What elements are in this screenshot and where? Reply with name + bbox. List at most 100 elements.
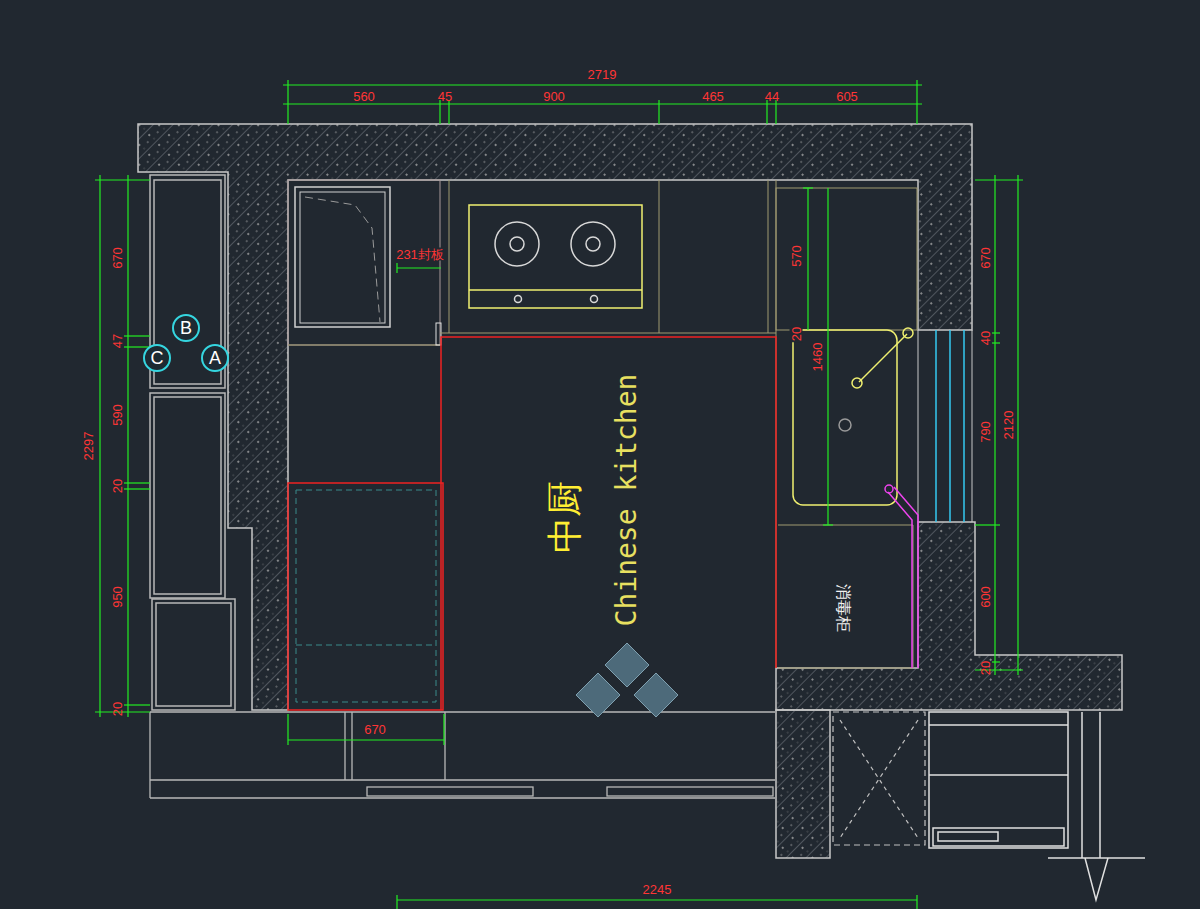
base-cabinet-part (288, 483, 443, 710)
shower-part (833, 712, 925, 845)
view-marker-part (634, 673, 678, 717)
washing-machine-part (929, 724, 1068, 726)
gas-stove-part (586, 237, 600, 251)
washing-machine-part (1099, 712, 1101, 858)
window-part (935, 330, 937, 522)
dimension-text: 790 (979, 420, 992, 444)
lower-wall-line-part (150, 797, 775, 798)
tall-cabinet-part (150, 175, 225, 388)
dimension-line-part (287, 80, 288, 124)
dimension-text: 40 (979, 330, 992, 346)
dimension-line-part (766, 100, 767, 124)
view-marker-part (605, 643, 649, 687)
dimension-line-part (448, 100, 449, 124)
dimension-text: 670 (979, 246, 992, 270)
fridge-part (288, 180, 440, 345)
dimension-text: 2245 (642, 883, 673, 896)
window-part (963, 330, 965, 522)
shower (833, 712, 925, 845)
washing-machine-part (929, 774, 1068, 776)
callout-letter: A (209, 349, 221, 367)
dimension-line-part (124, 488, 150, 489)
pipe (885, 485, 918, 668)
dimension-line-part (287, 714, 288, 745)
gas-stove-part (591, 296, 598, 303)
kitchen-outline (441, 337, 776, 710)
window-part (918, 330, 919, 522)
dimension-text: 20 (111, 478, 124, 494)
tall-cabinet-part (150, 393, 225, 598)
sink-part (793, 330, 897, 505)
washing-machine-part (929, 712, 1068, 848)
window (918, 330, 972, 522)
gas-stove-part (469, 289, 642, 291)
view-marker-circle: B (172, 314, 200, 342)
dimension-line-part (396, 895, 397, 909)
room-label: 消毒柜 (835, 584, 851, 632)
room-label: 中厨 (547, 481, 583, 553)
gas-stove-part (515, 296, 522, 303)
fridge-part (288, 345, 440, 346)
dimension-text: 590 (111, 403, 124, 427)
washing-machine (929, 712, 1145, 900)
base-cabinet (288, 483, 443, 710)
dimension-line-part (1017, 175, 1018, 675)
dimension-text: 2120 (1002, 410, 1015, 441)
lower-wall-line (150, 712, 775, 798)
dimension-line-part (99, 175, 100, 717)
dimension-line-part (396, 263, 397, 273)
counter-line (440, 180, 917, 668)
dimension-line-part (283, 103, 922, 104)
lower-wall-line-part (150, 711, 775, 712)
dimension-line-part (827, 188, 828, 525)
view-marker (576, 643, 678, 717)
dimension-line-part (975, 524, 1000, 525)
cabinet-box: 消毒柜 (778, 525, 913, 668)
dimension-line-part (823, 524, 833, 525)
counter-line-part (768, 180, 769, 333)
wall-part (776, 522, 1122, 710)
fridge-part (305, 197, 380, 322)
dimension-text: 45 (437, 90, 453, 103)
counter-line-part (778, 668, 913, 669)
pipe-part (888, 492, 912, 668)
fridge-part (295, 187, 390, 327)
window-part (949, 330, 951, 522)
gas-stove-part (495, 222, 539, 266)
dimension-line-part (807, 188, 808, 330)
tall-cabinet-part (152, 599, 235, 710)
dimension-line-part (124, 335, 150, 336)
wall (138, 124, 1122, 858)
washing-machine-part (1048, 858, 1145, 900)
dimension-line-part (397, 267, 441, 268)
dimension-text: 600 (979, 585, 992, 609)
dimension-text: 560 (352, 90, 376, 103)
dimension-line-part (95, 179, 150, 180)
fridge (288, 180, 441, 345)
dimension-line (95, 80, 1023, 909)
dimension-line-part (992, 332, 1000, 333)
dimension-text: 20 (979, 660, 992, 676)
washing-machine-part (938, 832, 998, 841)
sink (793, 328, 913, 505)
dimension-line-part (124, 482, 150, 483)
lower-wall-line-part (150, 779, 775, 780)
base-cabinet-part (296, 645, 436, 646)
lower-wall-line-part (367, 787, 533, 796)
dimension-line-part (992, 342, 1000, 343)
dimension-line-part (439, 100, 440, 124)
counter-line-part (449, 180, 450, 333)
shower-part (840, 720, 918, 838)
counter-line-part (440, 333, 776, 334)
dimension-line-part (127, 175, 128, 717)
dimension-line-part (803, 187, 813, 188)
kitchen-outline-part (441, 337, 776, 710)
gas-stove (469, 205, 642, 308)
base-cabinet-part (296, 490, 436, 702)
washing-machine-part (933, 828, 1064, 846)
lower-wall-line-part (607, 787, 773, 796)
dimension-line-part (916, 895, 917, 909)
